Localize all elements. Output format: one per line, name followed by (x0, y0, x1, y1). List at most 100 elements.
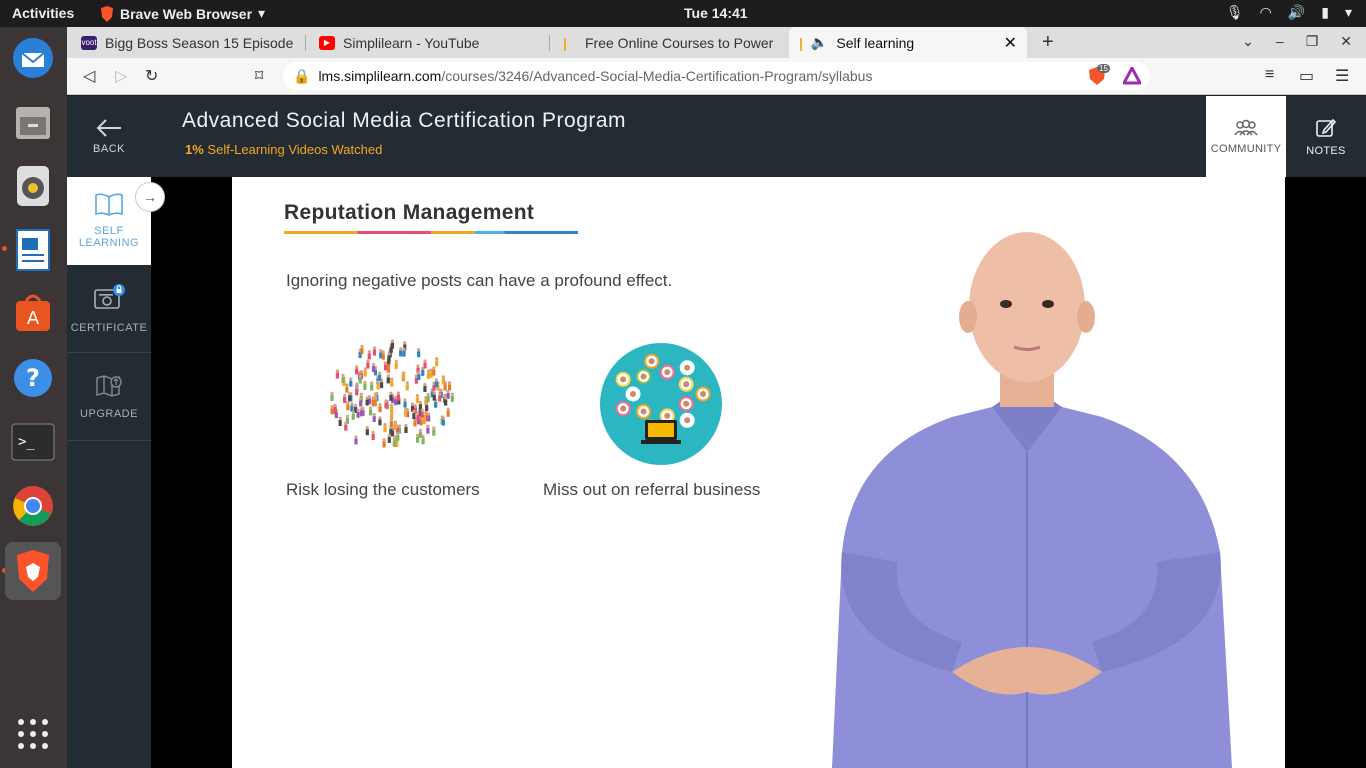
crowd-person (383, 361, 388, 371)
new-tab-button[interactable]: + (1042, 31, 1054, 53)
activities-button[interactable]: Activities (12, 5, 75, 21)
sidebar-item-certificate[interactable]: CERTIFICATE (67, 265, 151, 353)
crowd-person (418, 428, 423, 439)
tab-simplilearn-youtube[interactable]: ▶ Simplilearn - YouTube (309, 27, 547, 58)
notes-button[interactable]: NOTES (1286, 96, 1366, 177)
address-bar[interactable]: 🔒 lms.simplilearn.com/courses/3246/Advan… (283, 62, 1150, 90)
expand-sidebar-button[interactable]: → (135, 182, 165, 212)
crowd-person (390, 377, 394, 387)
tab-bigg-boss[interactable]: voot Bigg Boss Season 15 Episode (71, 27, 303, 58)
crowd-person (335, 369, 339, 379)
network-node-face (700, 391, 706, 397)
slide-heading: Reputation Management (284, 201, 535, 224)
sidebar-label: UPGRADE (80, 407, 138, 420)
crowd-person (412, 409, 416, 420)
crowd-person (376, 380, 380, 390)
media-playlist-icon[interactable]: ≡ (1265, 66, 1275, 83)
crowd-person (341, 373, 345, 383)
back-nav-button[interactable]: ◁ (83, 68, 96, 85)
brave-shields-icon[interactable]: 15 (1088, 64, 1110, 85)
brave-icon[interactable] (5, 542, 61, 600)
terminal-icon[interactable]: >_ (8, 417, 58, 467)
crowd-person (435, 357, 439, 367)
crowd-person (426, 369, 431, 379)
app-menu[interactable]: Brave Web Browser ▾ (100, 5, 265, 22)
files-icon[interactable] (8, 97, 58, 147)
close-window-button[interactable]: ✕ (1340, 33, 1352, 49)
crowd-person (417, 370, 421, 381)
minimize-button[interactable]: – (1275, 33, 1284, 49)
tab-search-icon[interactable]: ⌄ (1242, 33, 1254, 49)
wallet-icon[interactable]: ▭ (1299, 68, 1315, 85)
audio-playing-icon: 🔈 (810, 34, 829, 50)
lock-icon: 🔒 (293, 67, 311, 84)
url-path: /courses/3246/Advanced-Social-Media-Cert… (441, 68, 873, 84)
community-icon (1234, 119, 1258, 135)
crowd-person (370, 381, 374, 391)
maximize-button[interactable]: ❐ (1305, 33, 1319, 49)
crowd-person (355, 365, 359, 375)
microphone-icon: 🎙 (1225, 4, 1244, 20)
help-icon[interactable]: ? (8, 353, 58, 403)
sidebar-item-upgrade[interactable]: UPGRADE (67, 353, 151, 441)
libreoffice-writer-icon[interactable] (8, 225, 58, 275)
thunderbird-icon[interactable] (8, 33, 58, 83)
crowd-person (359, 392, 363, 402)
crowd-person (333, 403, 337, 413)
crowd-person (366, 359, 370, 369)
crowd-person (387, 433, 391, 443)
crowd-person (359, 407, 364, 417)
crowd-person (443, 381, 447, 391)
chrome-icon[interactable] (8, 481, 58, 531)
ubuntu-software-icon[interactable]: A (8, 289, 58, 339)
app-name: Brave Web Browser (120, 5, 253, 22)
window-controls: ⌄ – ❐ ✕ (1242, 33, 1352, 50)
network-node-face (640, 373, 647, 380)
crowd-person (365, 425, 369, 436)
forward-nav-button[interactable]: ▷ (115, 68, 128, 85)
network-node-face (683, 400, 690, 407)
video-slide[interactable]: Reputation Management Ignoring negative … (232, 177, 1285, 768)
crowd-person (349, 377, 353, 387)
crowd-person (439, 388, 443, 398)
brave-rewards-icon[interactable] (1121, 64, 1143, 85)
course-header: BACK Advanced Social Media Certification… (67, 96, 1366, 185)
crowd-person (390, 339, 395, 349)
close-tab-icon[interactable]: ✕ (1003, 34, 1017, 52)
network-node-face (620, 376, 627, 383)
rhythmbox-icon[interactable] (8, 161, 58, 211)
reload-button[interactable]: ↻ (145, 68, 159, 85)
tab-free-online-courses[interactable]: | Free Online Courses to Power (553, 27, 785, 58)
crowd-person (432, 391, 436, 401)
crowd-person (447, 381, 452, 391)
crowd-person (446, 407, 450, 417)
clock[interactable]: Tue 14:41 (684, 5, 748, 21)
crowd-person (421, 435, 425, 445)
system-tray[interactable]: 🎙 ◠ 🔊 ▮ ▾ (1226, 4, 1352, 21)
crowd-person (330, 391, 334, 401)
crowd-person (356, 408, 360, 418)
bookmark-icon[interactable]: ⌑ (255, 68, 264, 85)
page: BACK Advanced Social Media Certification… (67, 96, 1366, 768)
show-applications-icon[interactable] (8, 709, 58, 759)
running-indicator (2, 246, 7, 251)
menu-icon[interactable]: ☰ (1335, 68, 1350, 85)
community-button[interactable]: COMMUNITY (1206, 96, 1286, 185)
presenter-video (832, 232, 1232, 768)
back-button[interactable]: BACK (67, 96, 151, 177)
crowd-person (372, 346, 377, 356)
svg-text:A: A (27, 308, 40, 329)
crowd-person (417, 348, 421, 358)
back-label: BACK (93, 142, 125, 155)
crowd-person (384, 399, 388, 409)
crowd-person (338, 416, 342, 427)
crowd-person (378, 416, 382, 426)
volume-icon: 🔊 (1287, 4, 1306, 20)
crowd-person (382, 438, 386, 448)
point-caption-referral: Miss out on referral business (543, 480, 761, 499)
slide-subtitle: Ignoring negative posts can have a profo… (286, 271, 673, 290)
battery-icon: ▮ (1321, 4, 1329, 20)
tab-self-learning[interactable]: | 🔈 Self learning ✕ (789, 27, 1027, 58)
